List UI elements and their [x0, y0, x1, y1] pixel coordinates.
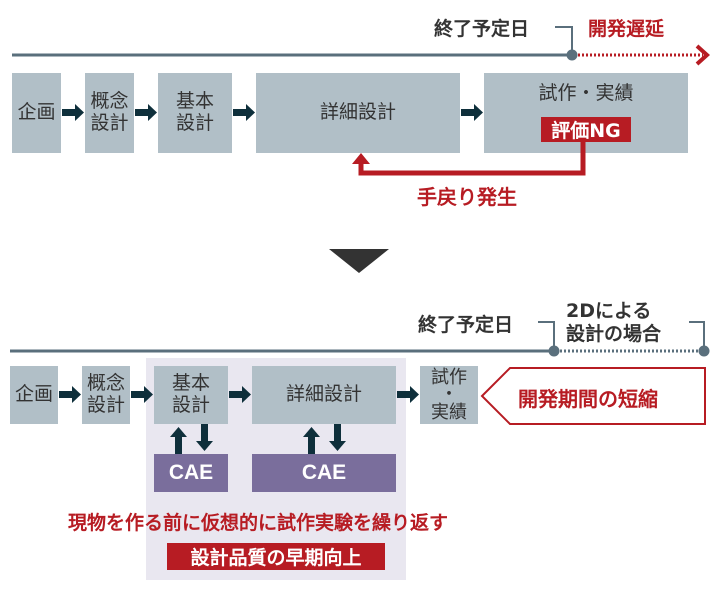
step-label: 企画: [14, 383, 53, 406]
case-2d-label-line1: 2Dによる: [566, 300, 652, 322]
case-2d-label-line2: 設計の場合: [566, 323, 662, 345]
virtual-test-text: 現物を作る前に仮想的に試作実験を繰り返す: [68, 512, 449, 534]
delay-label: 開発遅延: [588, 18, 665, 40]
step-label: 詳細設計: [319, 101, 396, 124]
before-end-date-dot: [566, 49, 578, 61]
step-label: 試作・実績: [538, 82, 634, 104]
before-step-basic-design: 基本 設計: [158, 73, 232, 153]
after-end-date-dot: [548, 345, 560, 357]
after-end-date-bracket: [538, 321, 555, 351]
before-step-arrow-1: [62, 104, 84, 121]
callout-shape: [480, 367, 706, 425]
cae-box-basic: CAE: [154, 454, 228, 492]
transition-down-triangle-icon: [329, 249, 389, 273]
case-2d-bracket: [689, 321, 705, 351]
rework-arrow-line: [358, 142, 586, 176]
rework-arrowhead-icon: [352, 153, 370, 164]
delay-chevron-icon: [695, 44, 710, 66]
after-step-arrow-4: [397, 386, 419, 403]
callout-text-front: 開発期間の短縮: [518, 387, 658, 411]
after-step-basic-design: 基本 設計: [154, 366, 228, 424]
after-step-arrow-3: [229, 386, 251, 403]
before-step-concept-design: 概念 設計: [85, 73, 134, 153]
rework-label: 手戻り発生: [417, 185, 517, 209]
case-2d-end-dot: [698, 345, 710, 357]
after-step-concept-design: 概念 設計: [82, 366, 130, 424]
before-step-arrow-3: [233, 104, 255, 121]
step-label: 概念 設計: [90, 90, 129, 134]
cae-basic-up-arrow-icon: [170, 427, 187, 454]
before-step-arrow-2: [135, 104, 157, 121]
ng-badge: 評価NG: [541, 117, 631, 142]
before-end-date-label: 終了予定日: [434, 18, 530, 40]
cae-detail-up-arrow-icon: [303, 427, 320, 454]
before-step-detail-design: 詳細設計: [256, 73, 460, 153]
after-step-planning: 企画: [10, 366, 58, 424]
step-label: 企画: [17, 101, 56, 124]
step-label: 基本 設計: [175, 90, 214, 134]
cae-basic-down-arrow-icon: [196, 424, 213, 451]
step-label: 詳細設計: [285, 383, 362, 406]
before-end-date-bracket: [555, 26, 573, 55]
step-label: 試作 ・ 実績: [431, 367, 467, 423]
after-step-arrow-1: [59, 386, 81, 403]
before-step-arrow-4: [461, 104, 483, 121]
after-end-date-label: 終了予定日: [418, 314, 514, 336]
step-label: 基本 設計: [171, 372, 210, 416]
quality-badge: 設計品質の早期向上: [167, 543, 385, 570]
cae-detail-down-arrow-icon: [329, 424, 346, 451]
after-step-prototype: 試作 ・ 実績: [420, 366, 478, 424]
step-label: 概念 設計: [86, 372, 125, 416]
after-step-detail-design: 詳細設計: [252, 366, 396, 424]
before-step-planning: 企画: [12, 73, 61, 153]
after-step-arrow-2: [131, 386, 153, 403]
cae-box-detail: CAE: [252, 454, 396, 492]
